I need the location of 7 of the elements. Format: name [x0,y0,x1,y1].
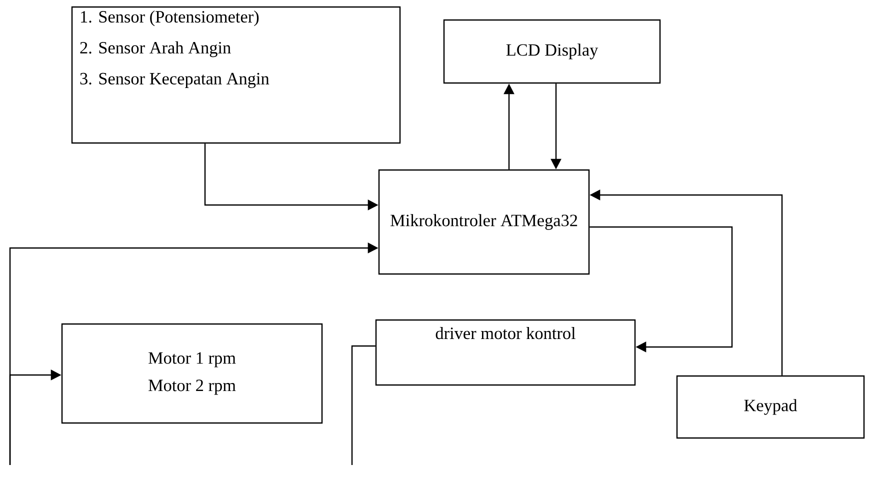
block-box: Keypad [676,375,865,439]
sensor-box: 1. Sensor (Potensiometer) 2. Sensor Arah Angin 3. Sensor Kecepatan Angin [71,6,401,144]
arrow [590,226,733,352]
block-box: Mikrokontroler ATMega32 [378,169,590,275]
block-box: driver motor kontrol [375,319,636,386]
block-box: LCD Display [443,19,661,84]
block-box: Motor 1 rpm Motor 2 rpm [61,323,323,424]
